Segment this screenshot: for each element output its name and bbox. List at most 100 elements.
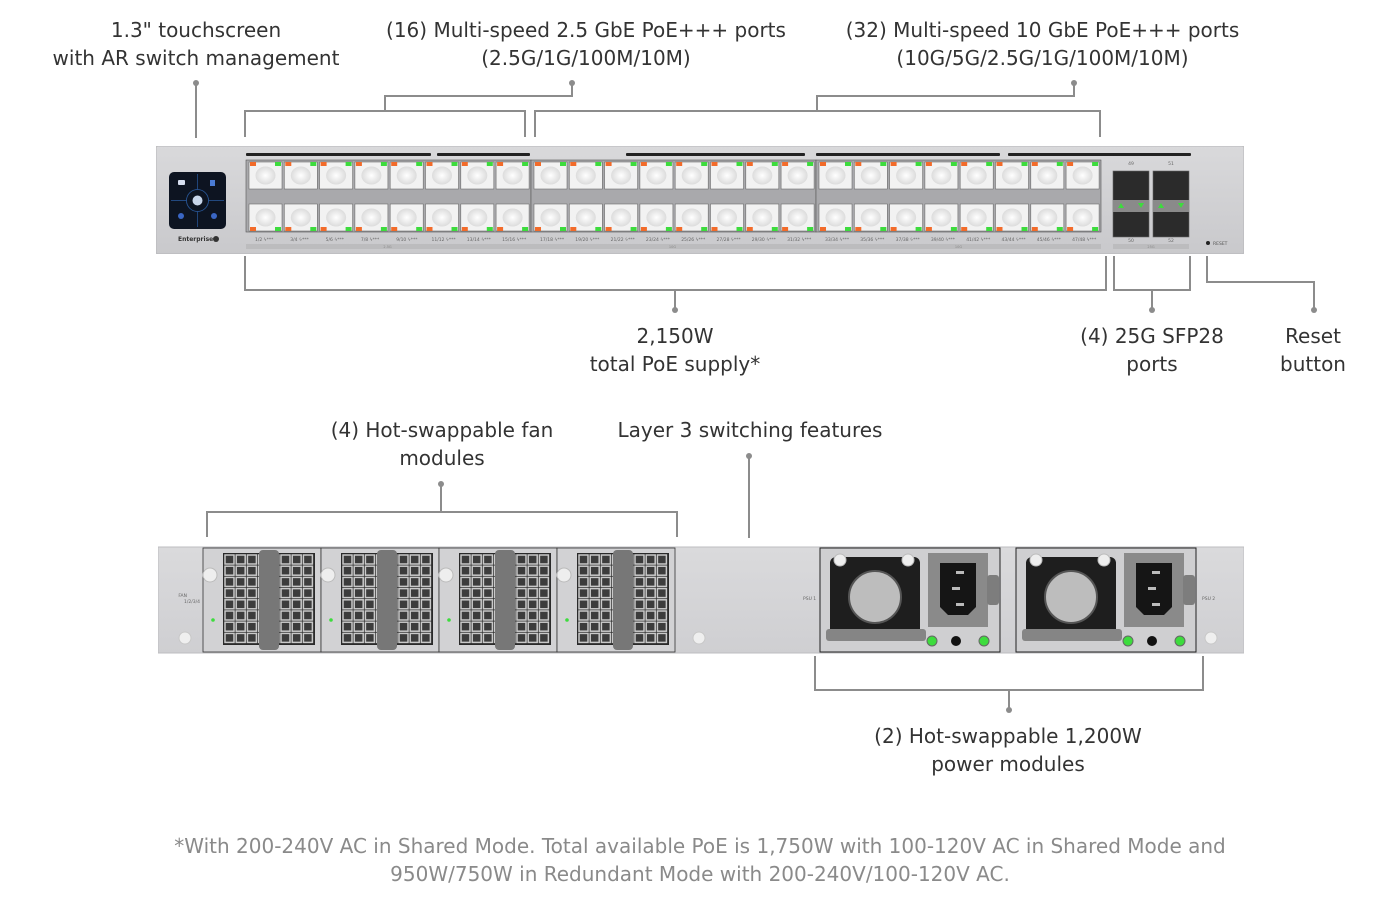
rj45-port[interactable]	[568, 203, 603, 232]
sfp-port-number: 50	[1128, 238, 1134, 244]
thumbscrew-icon	[1029, 553, 1043, 567]
port-pair-label: 17/18 ϟ***	[540, 237, 565, 243]
rj45-port[interactable]	[1065, 161, 1100, 190]
port-pair-label: 45/46 ϟ***	[1037, 237, 1062, 243]
led-orange	[605, 162, 612, 166]
rj45-port[interactable]	[319, 203, 353, 232]
sfp28-cage[interactable]	[1112, 170, 1150, 238]
rj45-port[interactable]	[818, 161, 853, 190]
fan-module[interactable]	[438, 547, 558, 653]
rj45-port[interactable]	[995, 203, 1029, 232]
rj45-port[interactable]	[710, 161, 744, 190]
rj45-port[interactable]	[319, 161, 353, 190]
led-orange	[746, 162, 753, 166]
rj45-port[interactable]	[1030, 203, 1065, 232]
led-green	[1021, 162, 1028, 166]
port-pair-label: 33/34 ϟ***	[825, 237, 850, 243]
sfp-bracket	[1113, 256, 1191, 310]
touchscreen[interactable]	[169, 172, 226, 229]
rj45-port[interactable]	[959, 203, 994, 232]
leader-dot	[1149, 307, 1155, 313]
rj45-port[interactable]	[639, 161, 674, 190]
rj45-port[interactable]	[604, 203, 638, 232]
screen-info-icon	[178, 213, 184, 219]
rj45-port[interactable]	[533, 161, 568, 190]
touchscreen-home-icon	[192, 195, 203, 206]
rj45-port[interactable]	[460, 161, 495, 190]
fan-module[interactable]	[320, 547, 440, 653]
rj45-port[interactable]	[284, 161, 318, 190]
port-pair-label: 47/48 ϟ***	[1072, 237, 1097, 243]
psu2-label: PSU 2	[1202, 596, 1215, 602]
rj45-port[interactable]	[710, 203, 744, 232]
port-pair-label: 21/22 ϟ***	[611, 237, 636, 243]
rj45-port[interactable]	[248, 161, 283, 190]
rj45-port[interactable]	[604, 161, 638, 190]
rj45-port[interactable]	[959, 161, 994, 190]
rj45-port[interactable]	[568, 161, 603, 190]
rj45-port[interactable]	[780, 203, 815, 232]
screw-icon	[178, 631, 192, 645]
rj45-port[interactable]	[995, 161, 1029, 190]
rj45-port[interactable]	[745, 203, 780, 232]
led-orange	[961, 227, 968, 231]
led-orange	[820, 162, 826, 166]
led-orange	[890, 162, 897, 166]
rj45-port[interactable]	[495, 203, 530, 232]
rj45-port[interactable]	[674, 203, 709, 232]
callout-line: (32) Multi-speed 10 GbE PoE+++ ports	[845, 18, 1240, 42]
ports-2-5g-bracket	[244, 83, 573, 137]
rj45-port[interactable]	[889, 203, 923, 232]
rj45-port[interactable]	[354, 161, 389, 190]
sfp-port-number: 52	[1168, 238, 1174, 244]
power-supply-module[interactable]	[1015, 547, 1197, 653]
psu-handle	[1022, 629, 1122, 641]
led-green	[736, 162, 743, 166]
fans-callout: (4) Hot-swappable fan modules	[312, 416, 572, 472]
rj45-port[interactable]	[284, 203, 318, 232]
led-orange	[497, 162, 504, 166]
rj45-port[interactable]	[425, 161, 459, 190]
rj45-port[interactable]	[853, 203, 888, 232]
rj45-port[interactable]	[889, 161, 923, 190]
rj45-port[interactable]	[639, 203, 674, 232]
rj45-port[interactable]	[425, 203, 459, 232]
led-green	[771, 162, 778, 166]
rj45-port[interactable]	[533, 203, 568, 232]
psu-fan	[1044, 570, 1098, 624]
rj45-port[interactable]	[354, 203, 389, 232]
port-pair-label: 39/40 ϟ***	[931, 237, 956, 243]
rj45-port[interactable]	[853, 161, 888, 190]
rj45-port[interactable]	[818, 203, 853, 232]
thumbscrew-icon	[202, 567, 218, 583]
rj45-port[interactable]	[460, 203, 495, 232]
fan-module[interactable]	[556, 547, 676, 653]
rj45-port[interactable]	[248, 203, 283, 232]
fan-module[interactable]	[202, 547, 322, 653]
rj45-port[interactable]	[924, 161, 959, 190]
rj45-port[interactable]	[780, 161, 815, 190]
led-green	[771, 227, 778, 231]
rj45-port[interactable]	[495, 161, 530, 190]
leader-dot	[193, 80, 199, 86]
rj45-port[interactable]	[1065, 203, 1100, 232]
brand-logo-icon	[213, 236, 219, 242]
thumbscrew-icon	[833, 553, 847, 567]
speed-bar	[246, 244, 529, 249]
sfp28-callout: (4) 25G SFP28 ports	[1062, 322, 1242, 378]
led-orange	[391, 162, 398, 166]
rj45-port[interactable]	[389, 161, 424, 190]
led-green	[665, 162, 672, 166]
sfp28-cage[interactable]	[1152, 170, 1190, 238]
rj45-port[interactable]	[1030, 161, 1065, 190]
rj45-port[interactable]	[674, 161, 709, 190]
power-supply-module[interactable]	[819, 547, 1001, 653]
leader-dot	[1071, 80, 1077, 86]
led-orange	[961, 162, 968, 166]
reset-button[interactable]	[1206, 241, 1210, 245]
port-pair-label: 31/32 ϟ***	[787, 237, 812, 243]
rj45-port[interactable]	[924, 203, 959, 232]
rj45-port[interactable]	[389, 203, 424, 232]
port-pair-label: 7/8 ϟ***	[361, 237, 380, 243]
rj45-port[interactable]	[745, 161, 780, 190]
